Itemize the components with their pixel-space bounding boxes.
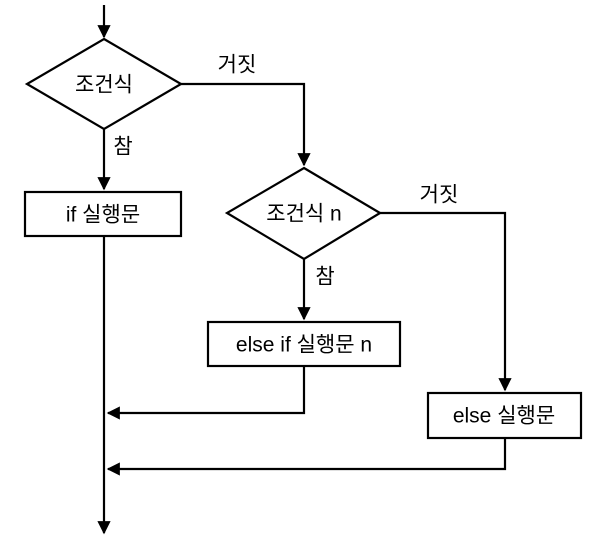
node-label-condition-n: 조건식 n: [266, 202, 342, 226]
process-box-if-statement: [23, 190, 183, 238]
node-label-if-statement: if 실행문: [65, 203, 141, 227]
edge-elseif-merge: [106, 366, 306, 420]
process-box-else-if-statement: [206, 320, 402, 368]
node-label-condition1: 조건식: [75, 73, 133, 97]
edge-label-condition-n-false: 거짓: [419, 183, 459, 207]
edge-condition-n-false: [380, 211, 512, 392]
decision-diamond-condition-n: [224, 166, 383, 261]
process-box-else-statement: [426, 391, 583, 440]
edge-label-condition-n-true: 참: [315, 265, 335, 289]
edge-label-condition1-true: 참: [113, 135, 133, 159]
node-label-else-statement: else 실행문: [452, 404, 556, 428]
edge-else-merge: [106, 438, 507, 476]
edge-condition1-false: [181, 82, 311, 167]
edge-label-condition1-false: 거짓: [217, 53, 257, 77]
node-label-else-if-statement: else if 실행문 n: [235, 333, 373, 357]
decision-diamond-condition1: [24, 37, 184, 131]
